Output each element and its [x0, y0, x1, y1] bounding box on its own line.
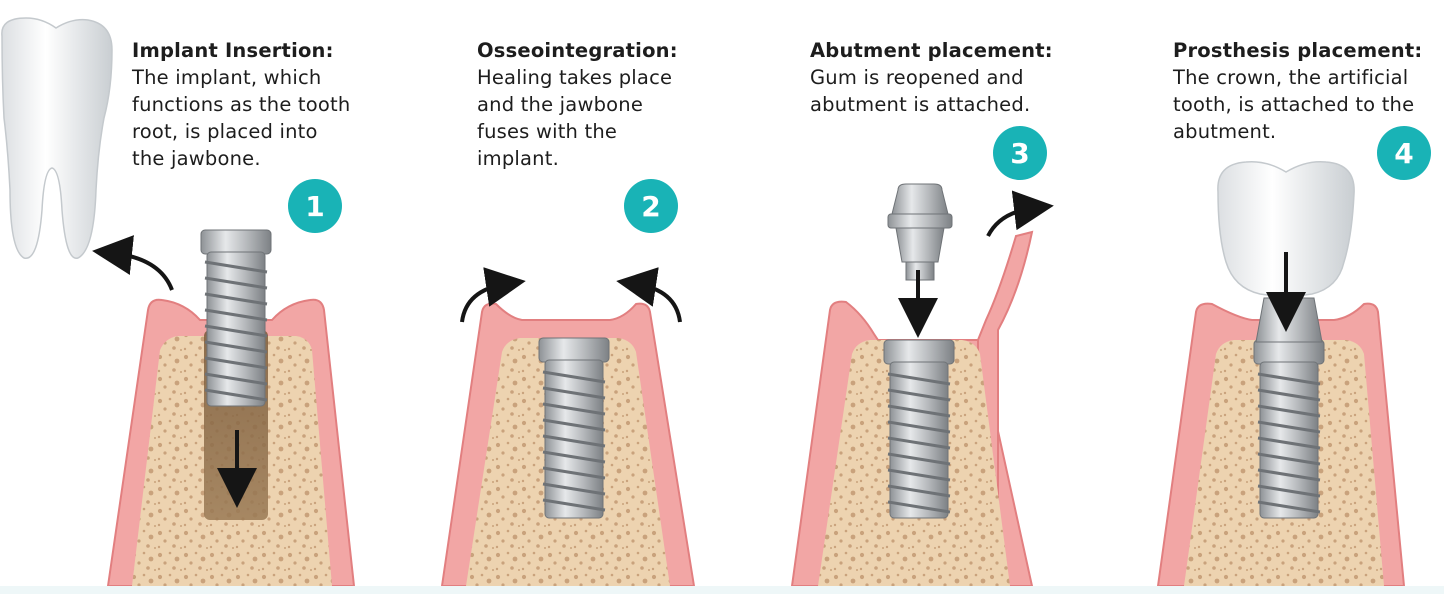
step-2-caption: Osseointegration: Healing takes place an…	[477, 37, 717, 172]
panel-prosthesis-placement	[1156, 160, 1406, 587]
step-3-caption: Abutment placement: Gum is reopened and …	[810, 37, 1080, 118]
step-text-line: The crown, the artificial	[1173, 66, 1409, 89]
step-text-line: tooth, is attached to the	[1173, 93, 1415, 116]
arrow-icon	[460, 267, 526, 323]
step-number-badge: 2	[624, 179, 678, 233]
step-title: Osseointegration:	[477, 39, 678, 62]
step-text-line: abutment.	[1173, 120, 1277, 143]
panel-osseointegration	[440, 267, 696, 587]
footer-strip	[0, 586, 1444, 594]
step-1-caption: Implant Insertion: The implant, which fu…	[132, 37, 382, 172]
step-text-line: Gum is reopened and	[810, 66, 1024, 89]
implant-screw-icon	[200, 229, 272, 407]
implant-screw-icon	[883, 339, 955, 519]
arrow-icon	[92, 235, 174, 291]
crown-icon	[1217, 160, 1355, 297]
step-number-badge: 3	[993, 126, 1047, 180]
abutment-icon	[887, 183, 953, 281]
step-text-line: the jawbone.	[132, 147, 261, 170]
step-title: Abutment placement:	[810, 39, 1053, 62]
implant-screw-icon	[1253, 339, 1325, 519]
step-title: Implant Insertion:	[132, 39, 334, 62]
step-4-caption: Prosthesis placement: The crown, the art…	[1173, 37, 1433, 145]
step-text-line: root, is placed into	[132, 120, 318, 143]
step-title: Prosthesis placement:	[1173, 39, 1423, 62]
arrow-icon	[616, 267, 682, 323]
abutment-icon	[1255, 297, 1323, 343]
panel-abutment-placement	[790, 183, 1054, 587]
step-text-line: implant.	[477, 147, 559, 170]
step-text-line: Healing takes place	[477, 66, 673, 89]
step-text-line: functions as the tooth	[132, 93, 351, 116]
step-text-line: fuses with the	[477, 120, 618, 143]
step-number-badge: 4	[1377, 126, 1431, 180]
step-text-line: and the jawbone	[477, 93, 644, 116]
implant-screw-icon	[538, 337, 610, 519]
panel-implant-insertion	[1, 17, 356, 587]
arrow-icon	[986, 190, 1054, 237]
step-text-line: abutment is attached.	[810, 93, 1031, 116]
step-text-line: The implant, which	[132, 66, 322, 89]
step-number-badge: 1	[288, 179, 342, 233]
tooth-icon	[1, 17, 113, 259]
